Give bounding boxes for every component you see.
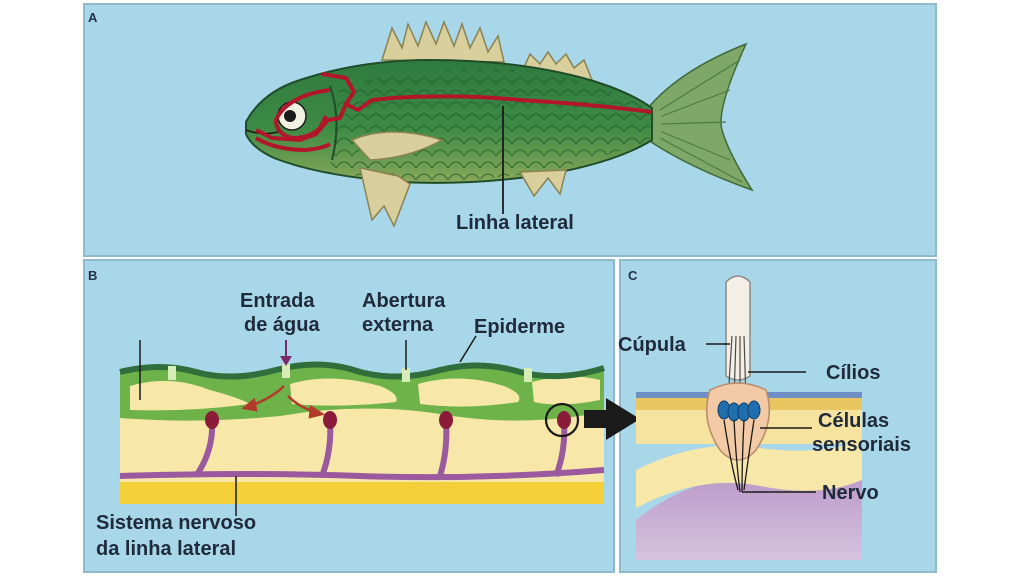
panel-a-letter: A [88,10,98,25]
label-water-entry-line2: de água [244,314,320,336]
neuromast-detail [636,275,862,560]
lateral-line-cross-section [119,335,605,516]
label-external-opening-line1: Abertura [362,290,446,312]
label-epidermis: Epiderme [474,316,566,338]
label-lateral-line: Linha lateral [456,212,574,234]
fish-illustration [245,19,754,228]
label-cilia: Cílios [826,362,881,384]
label-nervous-system-line1: Sistema nervoso [96,512,257,534]
label-water-entry-line1: Entrada [240,290,315,312]
panel-b-letter: B [88,268,98,283]
label-cells-line1: Células [818,410,890,432]
label-nervous-system-line2: da linha lateral [96,538,237,560]
label-cells-line2: sensoriais [812,434,911,456]
zoom-arrow [584,398,640,440]
label-nerve: Nervo [822,482,879,504]
panel-c-letter: C [628,268,638,283]
label-cupula: Cúpula [618,334,686,356]
label-external-opening-line2: externa [362,314,434,336]
